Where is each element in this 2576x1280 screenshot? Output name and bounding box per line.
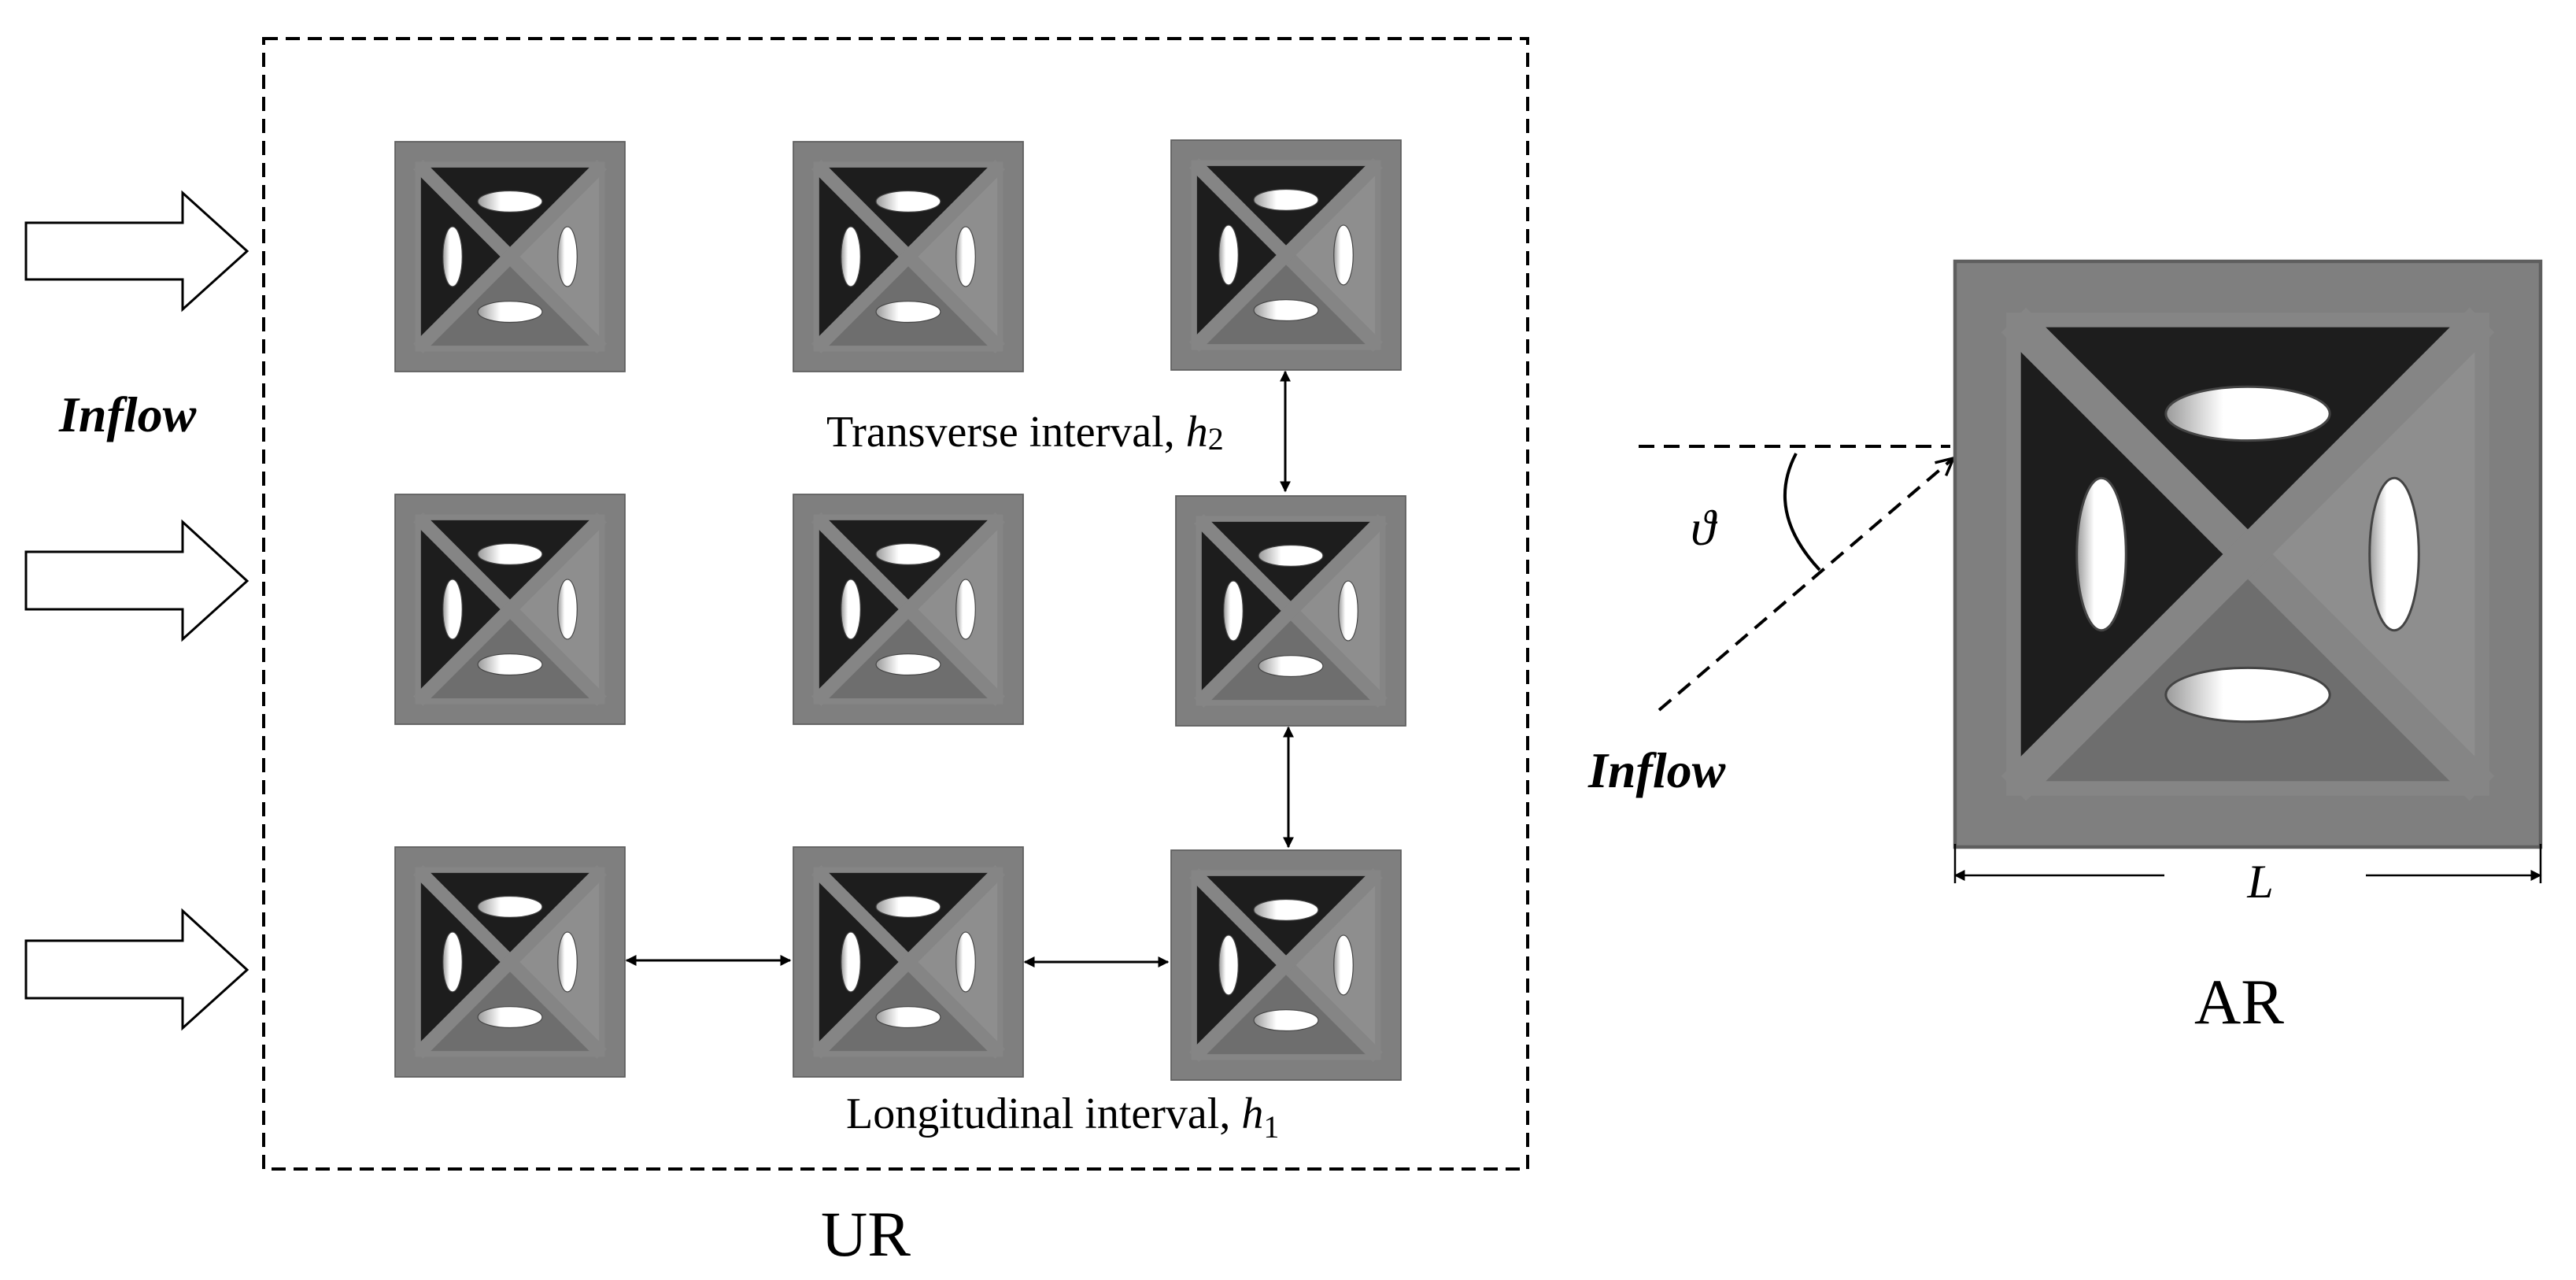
ur-label: UR	[821, 1198, 911, 1270]
longitudinal-interval-label: Longitudinal interval, h1	[846, 1089, 1279, 1145]
roughness-cell	[1171, 850, 1401, 1080]
roughness-cell	[395, 847, 625, 1077]
angle-symbol: ϑ	[1691, 500, 1718, 556]
length-dimension	[1953, 844, 2542, 883]
ar-roughness-cell	[1955, 261, 2541, 847]
inflow-label-left: Inflow	[58, 387, 197, 442]
inflow-angle-diagram	[1639, 445, 1953, 712]
roughness-cell	[395, 494, 625, 724]
inflow-arrow-1	[24, 190, 249, 313]
ur-array	[395, 140, 1406, 1080]
inflow-arrows	[24, 190, 249, 1031]
inflow-label-right: Inflow	[1587, 742, 1726, 798]
roughness-cell	[395, 142, 625, 372]
inflow-arrow-2	[24, 519, 249, 642]
interval-arrows	[625, 370, 1294, 967]
transverse-interval-label: Transverse interval, h2	[826, 408, 1224, 457]
angle-arc	[1783, 453, 1821, 572]
roughness-cell	[793, 494, 1023, 724]
roughness-cell	[793, 847, 1023, 1077]
roughness-cell	[1171, 140, 1401, 370]
roughness-cell	[1176, 496, 1406, 726]
ur-boundary	[262, 37, 1529, 1171]
roughness-cell	[793, 142, 1023, 372]
ar-label: AR	[2194, 966, 2284, 1038]
inflow-direction-line	[1658, 458, 1953, 712]
length-label: L	[2246, 856, 2273, 908]
inflow-arrow-3	[24, 908, 249, 1031]
